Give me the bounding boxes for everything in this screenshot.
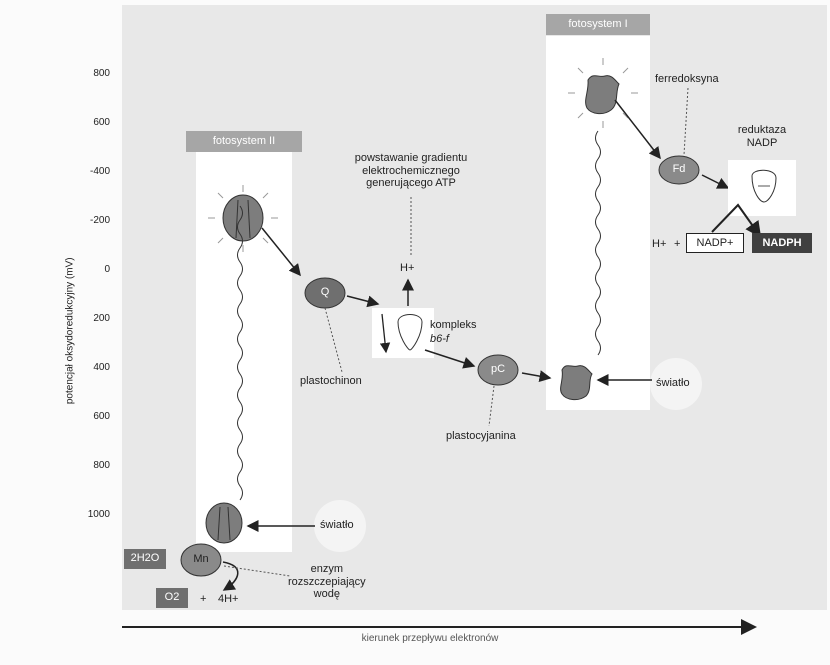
- enzyme-label: enzym rozszczepiający wodę: [288, 563, 366, 601]
- reductase-line: reduktaza: [724, 124, 800, 137]
- gradient-line: elektrochemicznego: [336, 165, 486, 178]
- y-tick-label: -400: [78, 166, 110, 177]
- plastoquinone-symbol: Q: [315, 286, 335, 298]
- y-axis-label: potencjał oksydoredukcyjny (mV): [64, 241, 76, 421]
- enzyme-line: wodę: [288, 588, 366, 601]
- gradient-line: generującego ATP: [336, 177, 486, 190]
- photosystem-ii-title: fotosystem II: [186, 131, 302, 152]
- plastoquinone-label: plastochinon: [300, 375, 362, 388]
- photosystem-ii-excited: [223, 195, 263, 241]
- ferredoxin-label: ferredoksyna: [655, 73, 719, 86]
- y-tick-label: 1000: [78, 509, 110, 520]
- ferredoxin-symbol: Fd: [667, 163, 691, 175]
- photosystem-ii-ground: [206, 503, 242, 543]
- y-tick-label: 0: [78, 264, 110, 275]
- enzyme-line: rozszczepiający: [288, 576, 366, 589]
- nadp-box: NADP+: [686, 233, 744, 253]
- protons-label: 4H+: [218, 593, 239, 606]
- psi-proton-label: H+: [652, 238, 666, 251]
- y-tick-label: -200: [78, 215, 110, 226]
- plastocyanin-symbol: pC: [486, 363, 510, 375]
- enzyme-line: enzym: [288, 563, 366, 576]
- y-tick-label: 800: [78, 460, 110, 471]
- x-axis-label: kierunek przepływu elektronów: [300, 633, 560, 645]
- y-tick-label: 600: [78, 117, 110, 128]
- water-label: 2H2O: [124, 552, 166, 565]
- proton-label: H+: [400, 262, 414, 275]
- nadph-label: NADPH: [762, 237, 801, 249]
- y-tick-label: 600: [78, 411, 110, 422]
- psii-light-label: światło: [320, 519, 354, 532]
- reductase-line: NADP: [724, 137, 800, 150]
- oxygen-label: O2: [156, 591, 188, 604]
- nadp-reductase-label: reduktaza NADP: [724, 124, 800, 149]
- manganese-label: Mn: [186, 553, 216, 566]
- y-tick-label: 200: [78, 313, 110, 324]
- gradient-label: powstawanie gradientu elektrochemicznego…: [336, 152, 486, 190]
- water-formula: 2H2O: [131, 552, 160, 564]
- y-tick-label: 800: [78, 68, 110, 79]
- photosystem-i-title: fotosystem I: [546, 14, 650, 35]
- psi-light-label: światło: [656, 377, 690, 390]
- y-tick-label: 400: [78, 362, 110, 373]
- plus-sign: +: [200, 593, 206, 606]
- oxygen-formula: O2: [165, 591, 180, 603]
- photosystem-i-ground: [561, 366, 592, 400]
- complex-name-label: kompleks: [430, 319, 476, 332]
- psi-plus-sign: +: [674, 238, 680, 251]
- nadph-box: NADPH: [752, 233, 812, 253]
- plastocyanin-label: plastocyjanina: [446, 430, 516, 443]
- complex-sub-label: b6-f: [430, 333, 449, 346]
- gradient-line: powstawanie gradientu: [336, 152, 486, 165]
- nadp-label: NADP+: [697, 237, 734, 249]
